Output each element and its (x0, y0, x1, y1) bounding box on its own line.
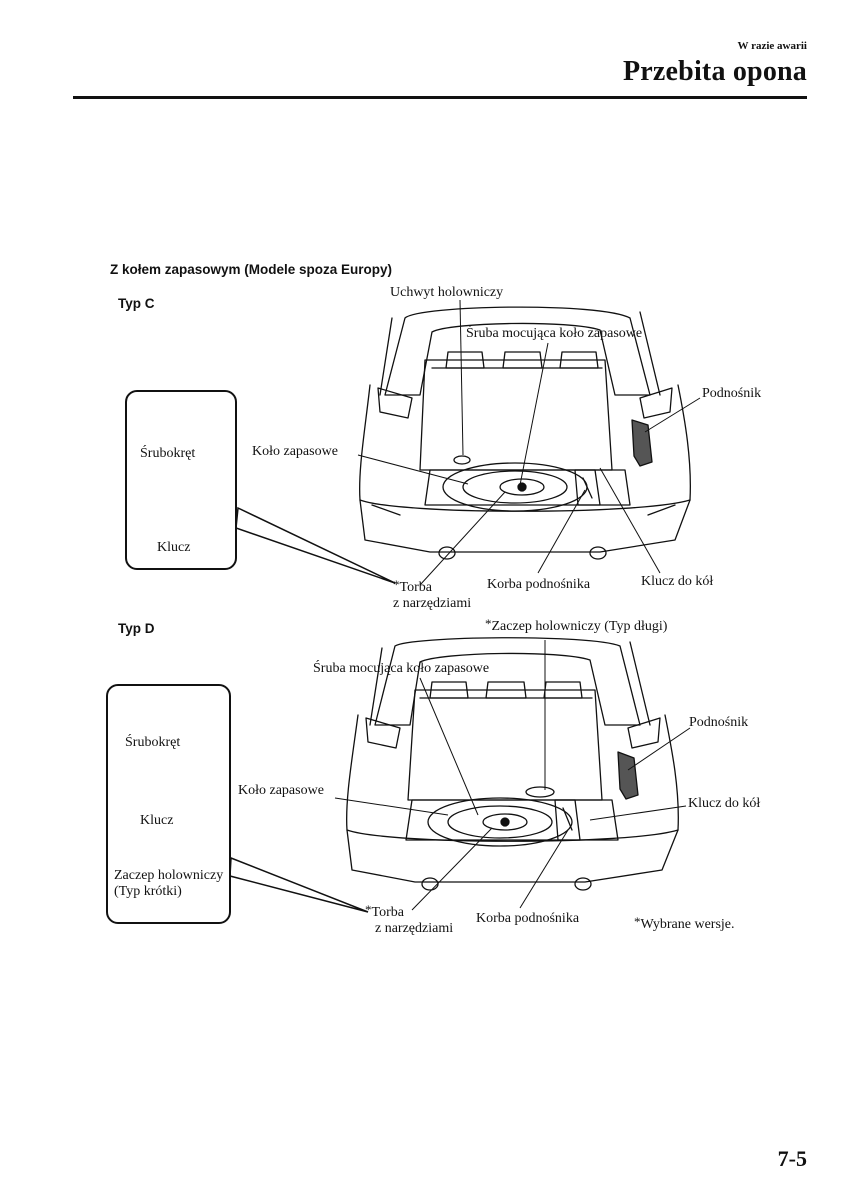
type-d-callout-tool-bag: *Torba z narzędziami (365, 902, 454, 936)
type-c-tool-box (125, 390, 237, 570)
section-header: W razie awarii (737, 40, 807, 52)
type-c-tool-screwdriver: Śrubokręt (140, 446, 196, 461)
type-c-callout-jack-crank: Korba podnośnika (487, 577, 591, 592)
type-d-tool-box (106, 684, 231, 924)
type-d-car-illustration (346, 637, 679, 891)
type-c-callout-tow-hook-holder: Uchwyt holowniczy (390, 285, 504, 300)
type-d-tool-screwdriver: Śrubokręt (125, 735, 181, 750)
asterisk-mark: * (393, 577, 400, 592)
type-c-callout-wheel-wrench: Klucz do kół (641, 574, 714, 589)
asterisk-mark: * (365, 902, 372, 917)
asterisk-mark: * (485, 616, 492, 631)
type-d-callout-long-hook: *Zaczep holowniczy (Typ długi) (485, 616, 668, 634)
type-d-callout-spare-bolt: Śruba mocująca koło zapasowe (313, 661, 490, 676)
footnote: *Wybrane wersje. (634, 914, 735, 932)
page-title: Przebita opona (622, 56, 807, 87)
type-d-callout-jack: Podnośnik (689, 715, 749, 730)
figure-title: Z kołem zapasowym (Modele spoza Europy) (110, 262, 393, 277)
type-d-callout-wheel-wrench: Klucz do kół (688, 796, 761, 811)
page-number: 7-5 (777, 1146, 807, 1171)
asterisk-mark: * (634, 914, 641, 929)
type-d-callout-jack-crank: Korba podnośnika (476, 911, 580, 926)
box-connectors (229, 506, 396, 913)
type-c-tool-wrench: Klucz (157, 540, 191, 555)
type-d-callout-spare-wheel: Koło zapasowe (238, 783, 324, 798)
callout-leaders (334, 299, 701, 911)
type-d-tool-wrench: Klucz (140, 813, 174, 828)
type-c-label: Typ C (118, 296, 155, 311)
header-rule (73, 96, 807, 99)
type-d-label: Typ D (118, 621, 155, 636)
type-c-callout-spare-bolt: Śruba mocująca koło zapasowe (466, 326, 643, 341)
type-c-callout-tool-bag: *Torba z narzędziami (393, 577, 472, 611)
type-c-car-illustration (359, 306, 691, 560)
type-d-tool-tow-hook-short: Zaczep holowniczy (Typ krótki) (114, 868, 224, 899)
type-c-callout-spare-wheel: Koło zapasowe (252, 444, 338, 459)
type-c-callout-jack: Podnośnik (702, 386, 762, 401)
